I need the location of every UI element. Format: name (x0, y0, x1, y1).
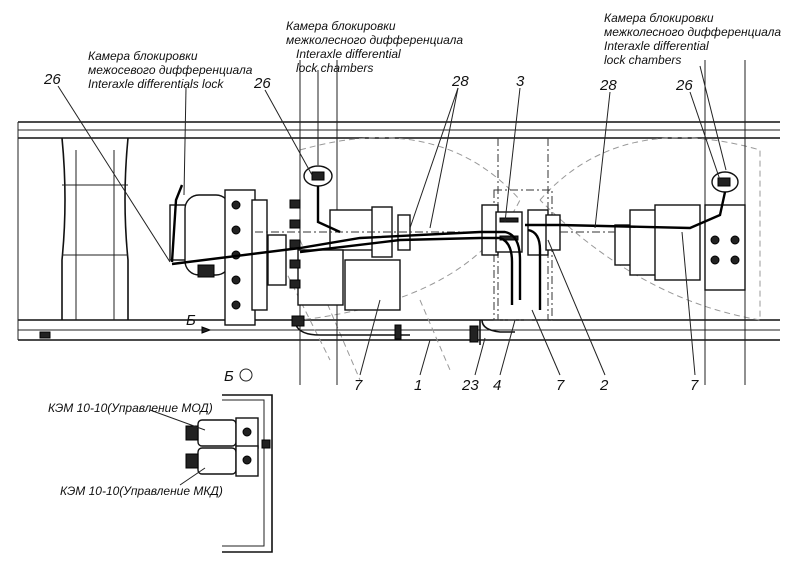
interaxle-label-ru-1: Камера блокировки (88, 49, 198, 63)
wheel-right-label-en-1: Interaxle differential (604, 39, 709, 53)
callout-1: 1 (414, 377, 422, 394)
callout-7-a: 7 (354, 377, 363, 394)
cross-member (61, 137, 129, 320)
view-title-label: Б (224, 368, 234, 385)
wheel-mid-label-ru-2: межколесного дифференциала (286, 33, 463, 47)
wheel-mid-label-ru-1: Камера блокировки (286, 19, 396, 33)
callout-28-right: 28 (599, 77, 617, 94)
air-lines (170, 184, 727, 345)
callout-26-left: 26 (43, 71, 61, 88)
callout-3: 3 (516, 73, 525, 90)
wheel-right-label-ru-1: Камера блокировки (604, 11, 714, 25)
rear-axle (614, 171, 746, 291)
view-arrow-label: Б (186, 312, 196, 329)
leader-lines (57, 65, 727, 376)
middle-axle (289, 165, 411, 311)
wheel-mid-label-en-1: Interaxle differential (296, 47, 401, 61)
valve-bracket (149, 394, 273, 553)
wheel-mid-label-en-2: lock chambers (296, 61, 373, 75)
callout-7-b: 7 (556, 377, 565, 394)
kem-mod-label: КЭМ 10-10(Управление МОД) (48, 401, 213, 415)
frame-fittings (39, 315, 479, 343)
wheel-right-label-en-2: lock chambers (604, 53, 681, 67)
callout-23: 23 (461, 377, 479, 394)
interaxle-label-ru-2: межосевого дифференциала (88, 63, 253, 77)
callout-4: 4 (493, 377, 501, 394)
view-arrow (185, 326, 212, 334)
interaxle-label-en: Interaxle differentials lock (88, 77, 224, 91)
coupling-block (481, 204, 561, 256)
callout-2: 2 (599, 377, 609, 394)
kem-mkd-label: КЭМ 10-10(Управление МКД) (60, 484, 223, 498)
callout-28-mid: 28 (451, 73, 469, 90)
callout-7-c: 7 (690, 377, 699, 394)
wheel-right-label-ru-2: межколесного дифференциала (604, 25, 781, 39)
callout-26-mid: 26 (253, 75, 271, 92)
callout-26-right: 26 (675, 77, 693, 94)
view-mark-circle (239, 368, 253, 382)
